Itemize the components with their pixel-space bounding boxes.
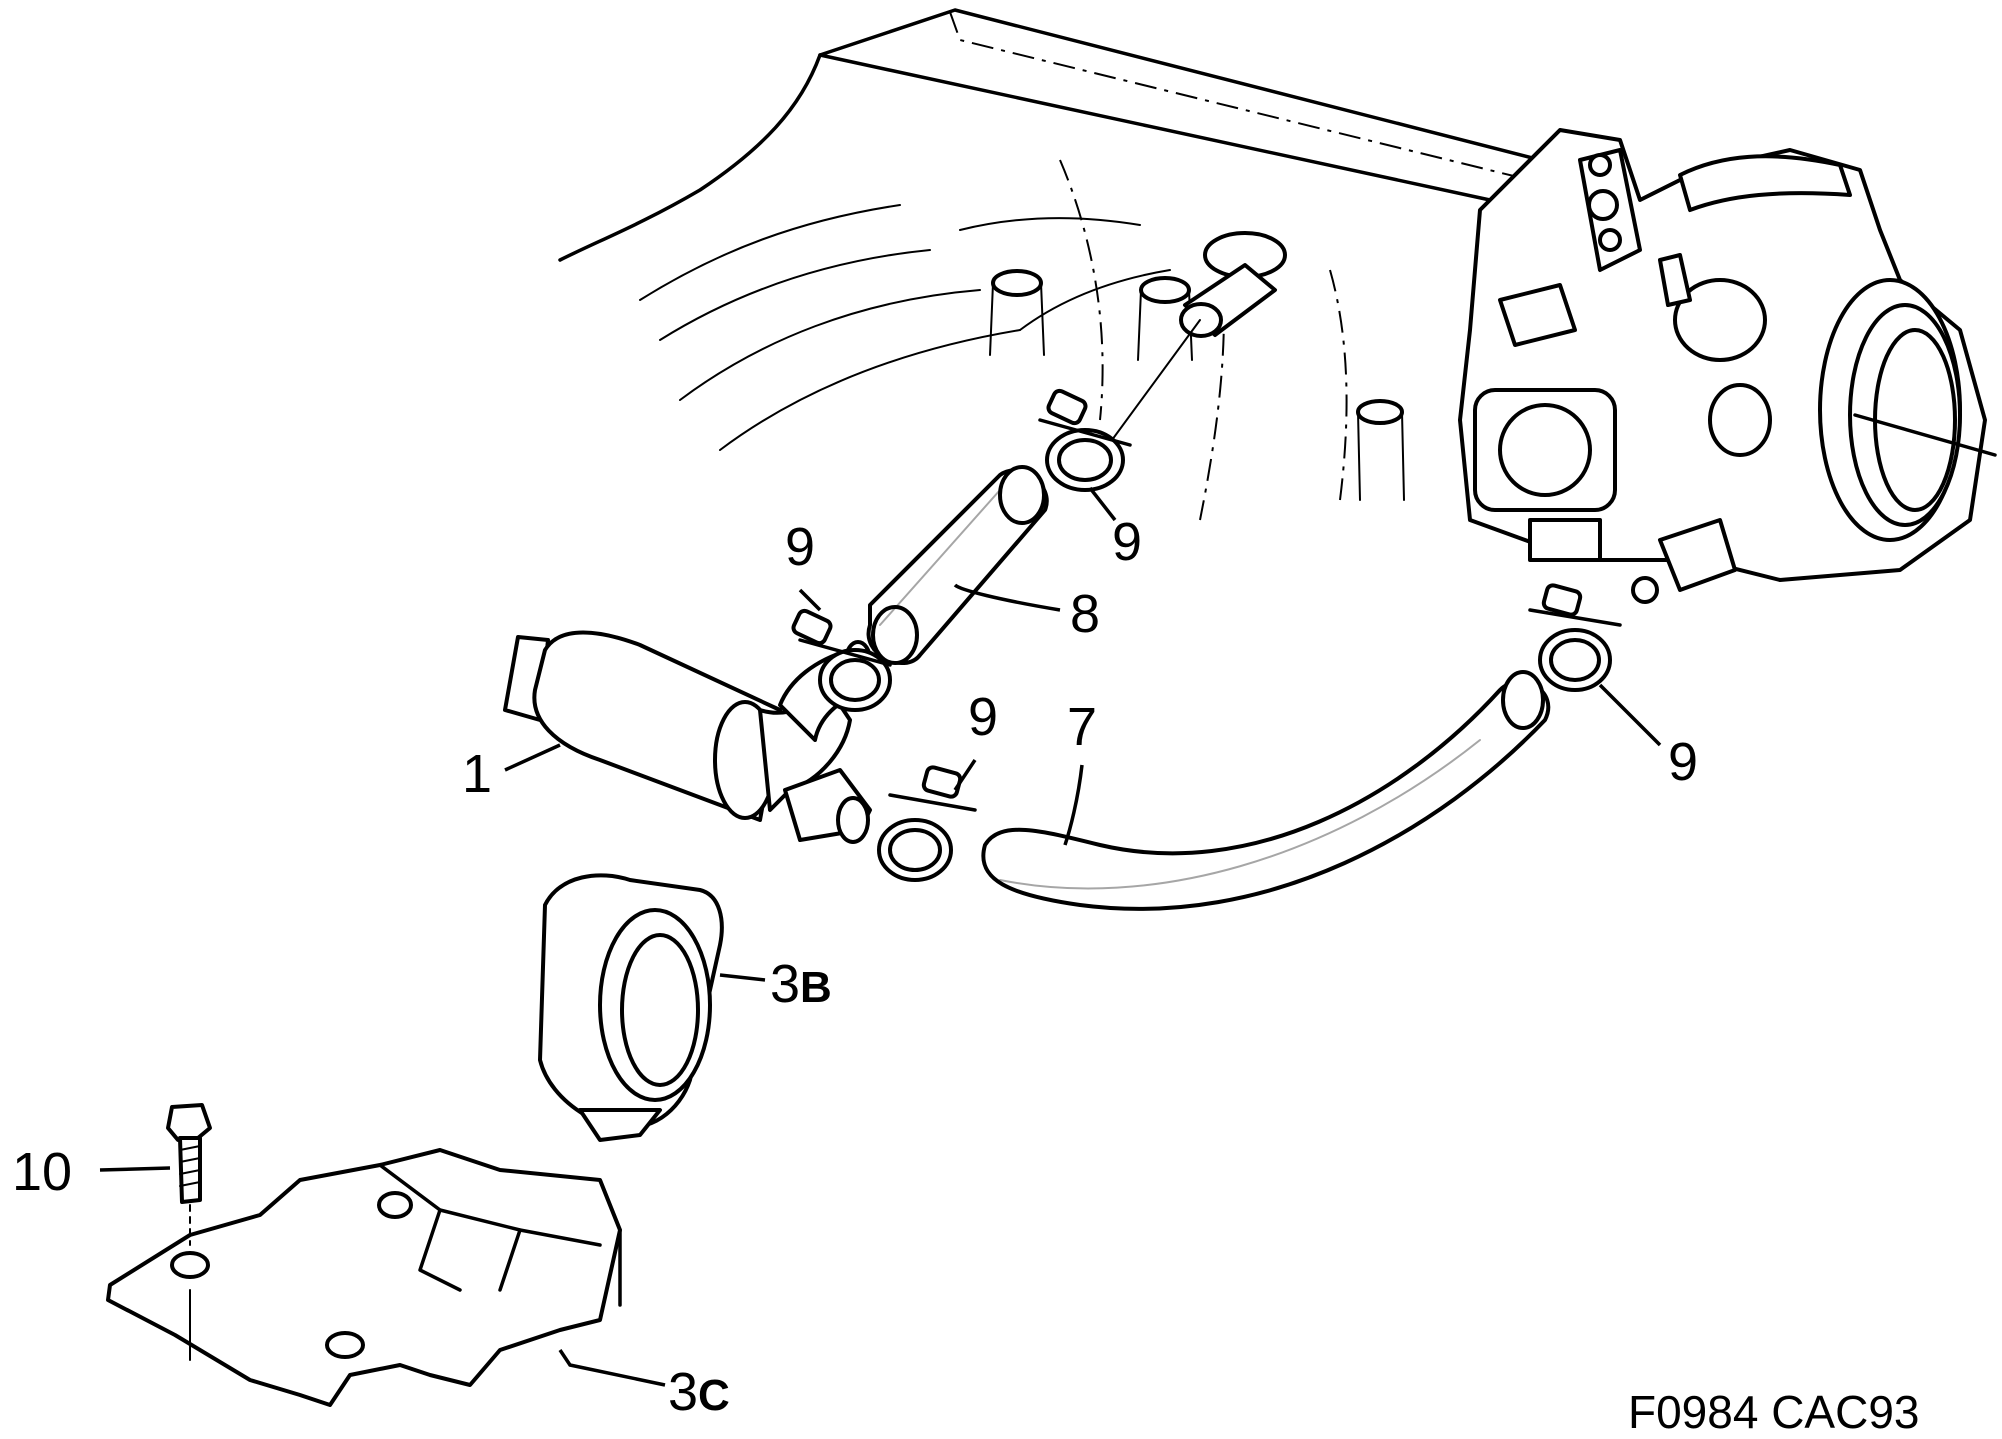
- callout-bracket: 3C: [668, 1362, 730, 1422]
- callout-labels: 1 9 9 8 9 7 9 3B 3C 10: [12, 512, 1698, 1422]
- hose-clamp-upper-left: [791, 608, 892, 712]
- callout-bolt: 10: [12, 1142, 72, 1202]
- throttle-body: [1458, 128, 1997, 604]
- callout-clamp-lower-left: 9: [968, 687, 998, 747]
- callout-clamp-right: 9: [1668, 732, 1698, 792]
- callout-clamp-top-right: 9: [1112, 512, 1142, 572]
- callout-hose-upper: 8: [1070, 584, 1100, 644]
- callout-pump: 1: [462, 744, 492, 804]
- callout-clamp-upper-left: 9: [785, 517, 815, 577]
- pump-part-1: [503, 630, 872, 844]
- leader-lines: [99, 486, 1662, 1387]
- hose-part-8: [866, 263, 1277, 666]
- bracket-part-3c: [106, 1148, 622, 1407]
- drawing-code: F0984 CAC93: [1628, 1386, 1920, 1438]
- manifold-port-3: [1356, 399, 1405, 501]
- callout-hose-lower: 7: [1067, 697, 1097, 757]
- callout-rubber-mount: 3B: [770, 954, 832, 1014]
- hose-part-7: [981, 670, 1551, 911]
- hose-clamp-top-right: [1038, 388, 1132, 492]
- bolt-part-10: [166, 1103, 212, 1246]
- manifold-port-1: [989, 269, 1045, 356]
- rubber-mount-part-3b: [538, 873, 724, 1142]
- hose-clamp-lower-left: [877, 765, 977, 882]
- hose-clamp-right: [1528, 583, 1622, 692]
